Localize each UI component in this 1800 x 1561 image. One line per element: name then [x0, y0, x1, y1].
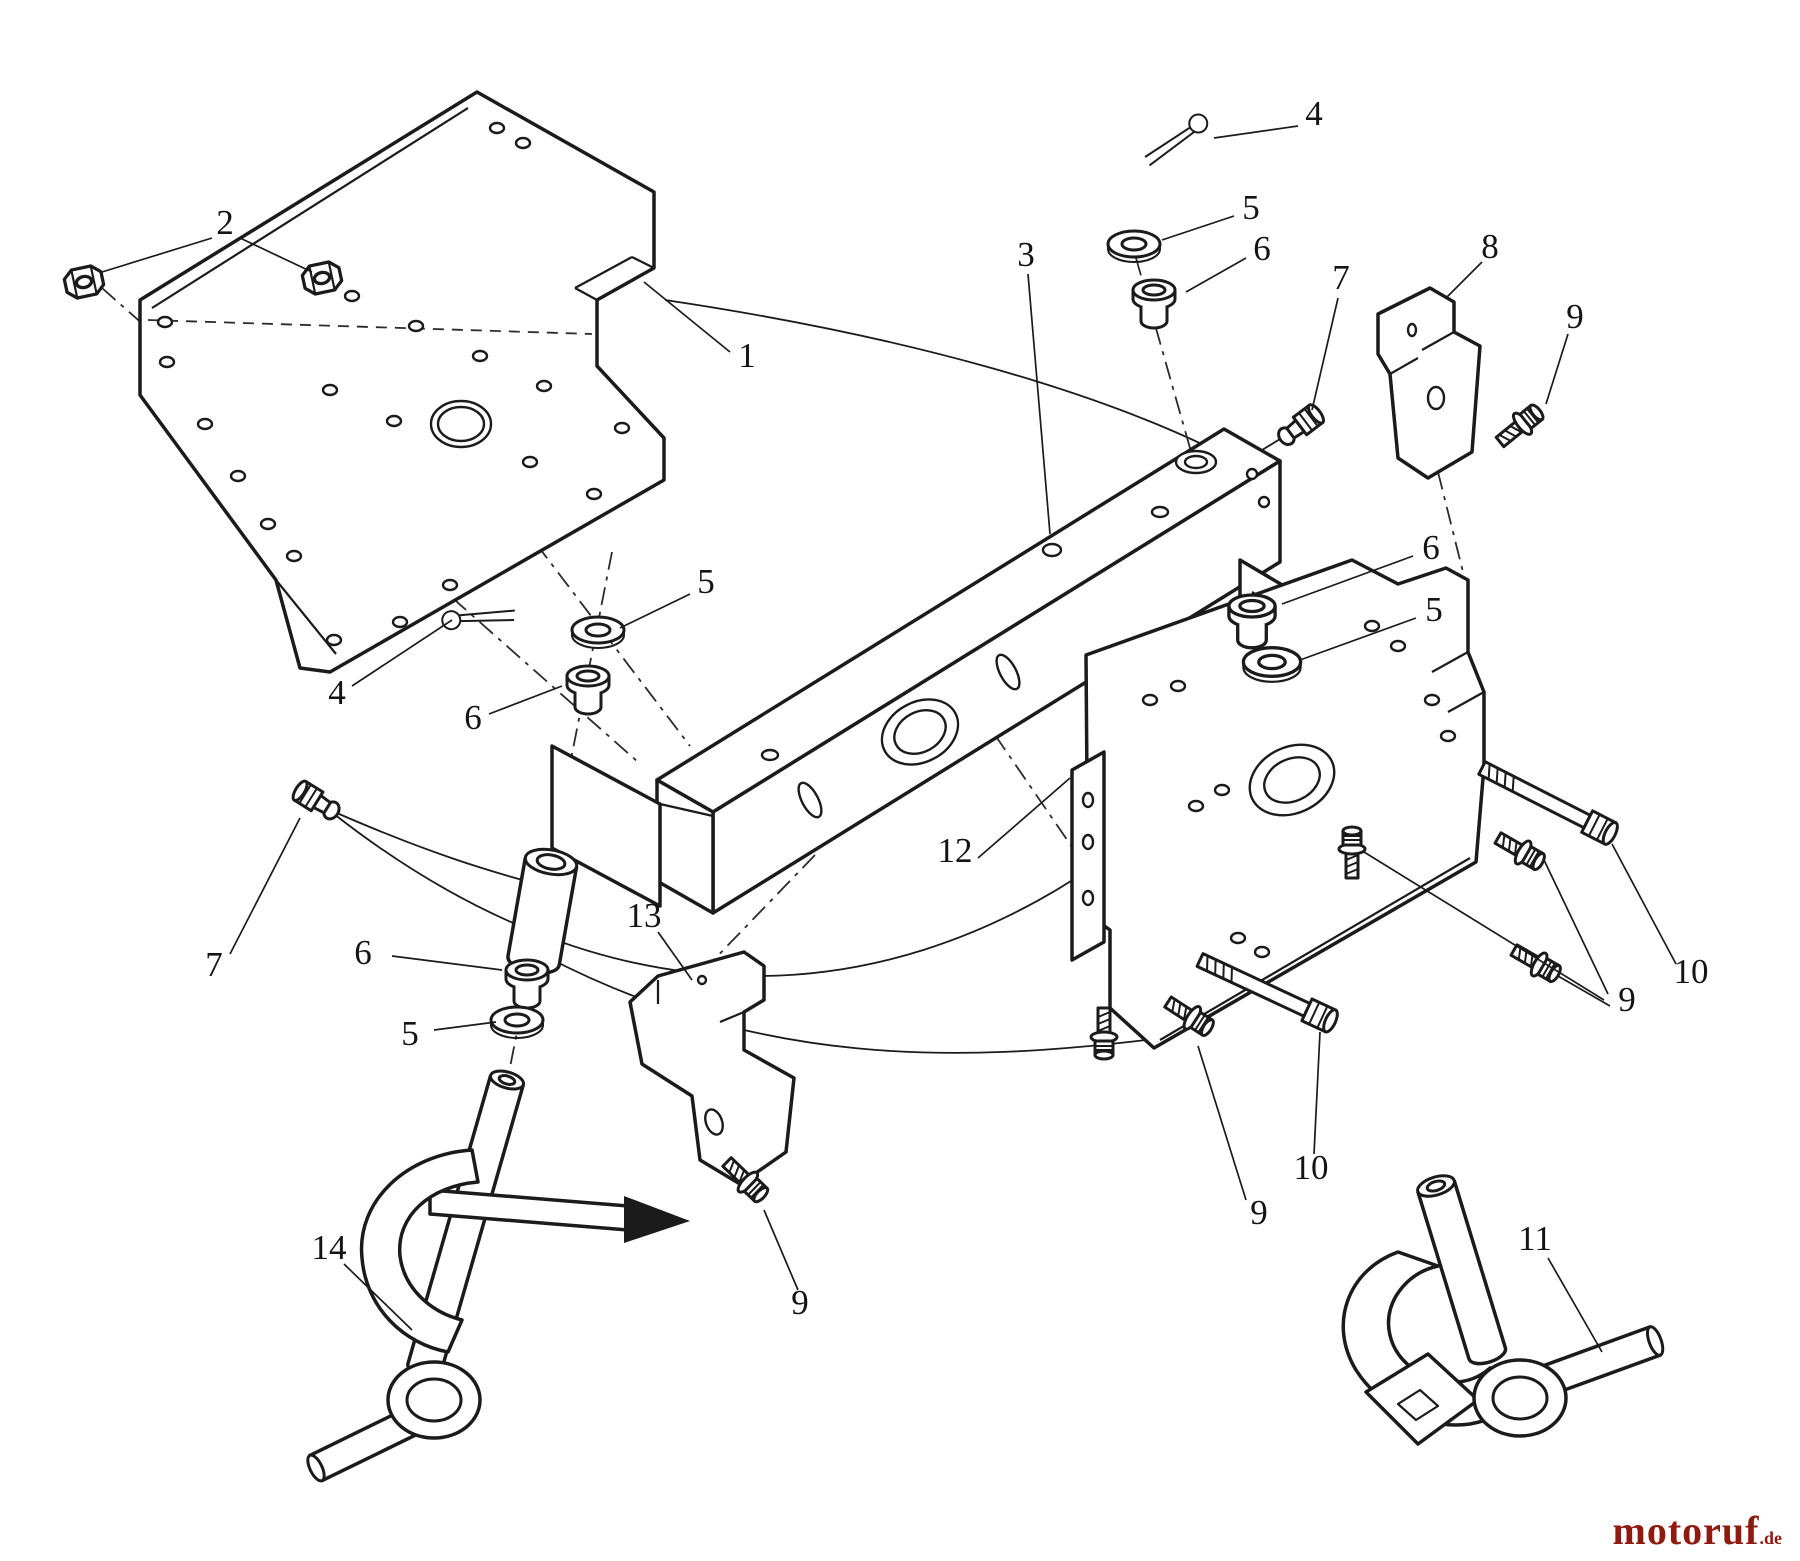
callout-9-bracket-13: 9 [791, 1283, 809, 1322]
callout-1: 1 [738, 336, 756, 375]
bushing-6-mid-left [565, 664, 611, 716]
leader-9-right-fan [1363, 851, 1611, 1007]
part-1-mount-bracket [138, 90, 666, 674]
callout-14: 14 [312, 1228, 347, 1267]
washer-5-mid-right [1241, 646, 1303, 684]
bushing-6-lower-left [504, 958, 550, 1010]
callout-7-left: 7 [205, 945, 223, 984]
bolt-10-upper [1475, 755, 1622, 848]
callout-10-lower: 10 [1294, 1148, 1329, 1187]
direction-arrow-icon [624, 1196, 690, 1243]
fitting-7-left [288, 777, 345, 825]
rail-pivot-bracket [550, 744, 662, 908]
part-3-frame-rail [506, 427, 1286, 975]
callout-12: 12 [938, 831, 973, 870]
callout-5-mid-right: 5 [1425, 590, 1443, 629]
callout-13: 13 [627, 896, 662, 935]
part-13-bracket [628, 950, 796, 1186]
screw-9-bottom-b [1089, 1006, 1119, 1061]
callout-9-top-right: 9 [1566, 297, 1584, 336]
washer-5-lower-left [489, 1005, 545, 1040]
callout-9-right: 9 [1618, 980, 1636, 1019]
callout-11: 11 [1518, 1219, 1552, 1258]
part-12-mounting-plate [1070, 558, 1486, 1050]
callout-6-mid-right: 6 [1422, 528, 1440, 567]
fitting-7-right [1272, 400, 1328, 451]
callout-9-bottom: 9 [1250, 1193, 1268, 1232]
screw-9-top-right [1490, 398, 1550, 454]
screw-9-right-a [1490, 825, 1551, 877]
callout-8: 8 [1481, 227, 1499, 266]
part-8-bracket [1376, 286, 1482, 480]
callout-5-mid-left: 5 [697, 562, 715, 601]
callout-4-left: 4 [328, 673, 346, 712]
callout-10-upper: 10 [1674, 952, 1709, 991]
hex-nut-2a [61, 262, 107, 302]
washer-5-mid-left [570, 615, 626, 650]
callout-6-lower-left: 6 [354, 933, 372, 972]
callout-5-lower-left: 5 [401, 1014, 419, 1053]
rail-pivot-tube [506, 847, 579, 975]
callout-5-top: 5 [1242, 188, 1260, 227]
washer-5-top [1106, 229, 1162, 264]
part-11-caster-fork [1341, 1174, 1665, 1446]
watermark-brand[interactable]: motoruf [1612, 1508, 1760, 1553]
callout-labels: 2 4 5 6 7 8 9 1 3 6 5 4 5 6 7 6 5 13 12 … [205, 94, 1708, 1322]
part-14-caster-fork [306, 1069, 690, 1483]
watermark-suffix[interactable]: .de [1759, 1528, 1783, 1548]
callout-3: 3 [1017, 235, 1035, 274]
cotter-pin-4-top [1142, 105, 1212, 177]
bushing-6-top [1131, 278, 1177, 330]
callout-6-mid-left: 6 [464, 698, 482, 737]
leader-lines [101, 125, 1677, 1353]
callout-2: 2 [216, 203, 234, 242]
callout-4-top: 4 [1305, 94, 1323, 133]
callout-6-top: 6 [1253, 229, 1271, 268]
callout-7-right: 7 [1332, 258, 1350, 297]
watermark-logo[interactable]: motoruf.de [1613, 1511, 1782, 1551]
